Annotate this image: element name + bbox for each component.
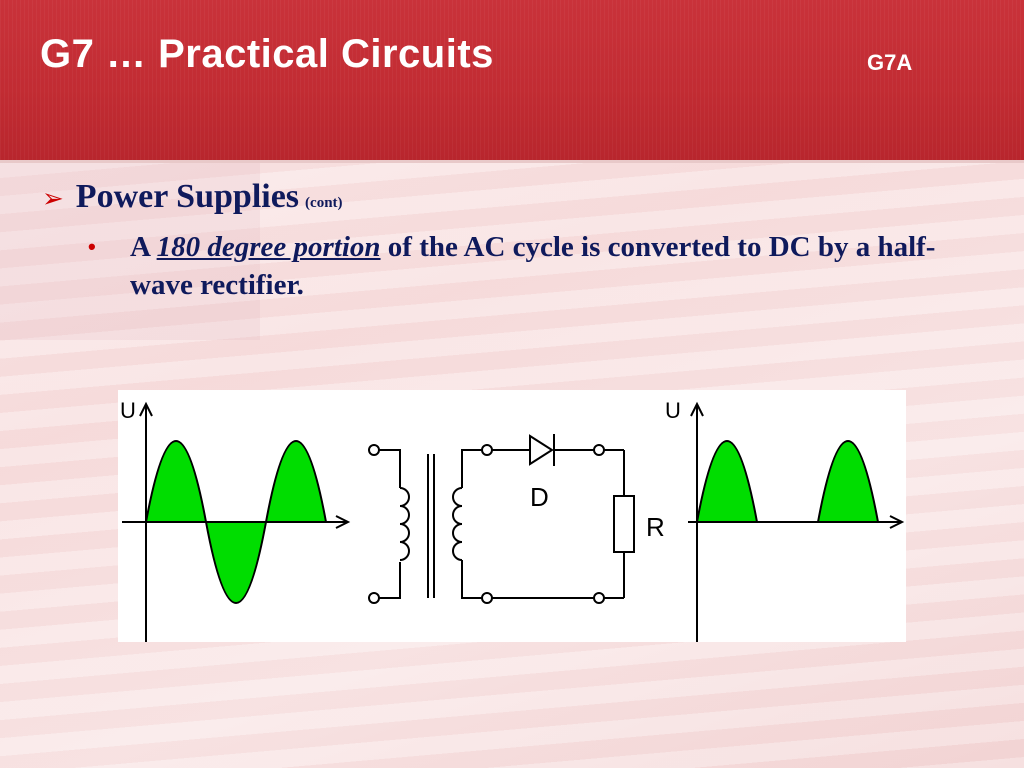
primary-terminal-top xyxy=(368,444,380,456)
section-code: G7A xyxy=(867,50,913,75)
transformer xyxy=(368,444,493,604)
primary-lead-bottom xyxy=(379,562,401,599)
diode-label: D xyxy=(530,482,549,512)
bullet-prefix: A xyxy=(130,231,150,263)
output-time-arrow xyxy=(889,515,905,529)
input-positive-lobe-1 xyxy=(144,440,208,523)
output-lobe-2 xyxy=(816,440,880,523)
output-terminal-top xyxy=(593,444,605,456)
dot-bullet-icon: • xyxy=(88,234,96,259)
section-heading: Power Supplies xyxy=(75,178,300,215)
rectifier-load xyxy=(492,434,635,604)
slide-title: G7 … Practical Circuits xyxy=(40,32,494,76)
section-suffix: (cont) xyxy=(305,195,343,211)
bullet-highlight: 180 degree portion xyxy=(156,231,381,263)
primary-terminal-bottom xyxy=(368,592,380,604)
title-bar: G7 … Practical Circuits G7A xyxy=(0,0,1024,163)
diode-icon xyxy=(529,434,554,466)
secondary-coil xyxy=(452,487,463,561)
secondary-terminal-bottom xyxy=(481,592,493,604)
output-axis-label: U xyxy=(665,398,681,423)
input-voltage-arrow xyxy=(139,401,153,417)
level1-bullet: ➢ Power Supplies (cont) xyxy=(42,178,343,216)
resistor-icon xyxy=(613,495,635,553)
primary-lead-top xyxy=(379,449,401,488)
secondary-lead-bottom xyxy=(461,560,482,599)
primary-coil xyxy=(399,487,410,561)
input-waveform: U xyxy=(120,398,351,642)
secondary-terminal-top xyxy=(481,444,493,456)
output-waveform: U xyxy=(665,398,905,642)
input-positive-lobe-2 xyxy=(264,440,328,523)
level2-bullet: • A 180 degree portion of the AC cycle i… xyxy=(88,228,988,304)
input-negative-lobe xyxy=(204,521,268,604)
output-lobe-1 xyxy=(695,440,759,523)
output-terminal-bottom xyxy=(593,592,605,604)
bullet-rest: of the AC cycle is converted to DC by a … xyxy=(130,231,936,301)
resistor-label: R xyxy=(646,512,665,542)
arrow-bullet-icon: ➢ xyxy=(42,184,64,214)
bullet-text: A 180 degree portion of the AC cycle is … xyxy=(130,228,988,304)
input-axis-label: U xyxy=(120,398,136,423)
input-time-arrow xyxy=(335,515,351,529)
secondary-lead-top xyxy=(461,449,482,488)
flag-star-field xyxy=(0,160,260,340)
rectifier-diagram: U xyxy=(118,390,906,642)
output-voltage-arrow xyxy=(690,401,704,417)
rectifier-svg: U xyxy=(120,398,905,642)
